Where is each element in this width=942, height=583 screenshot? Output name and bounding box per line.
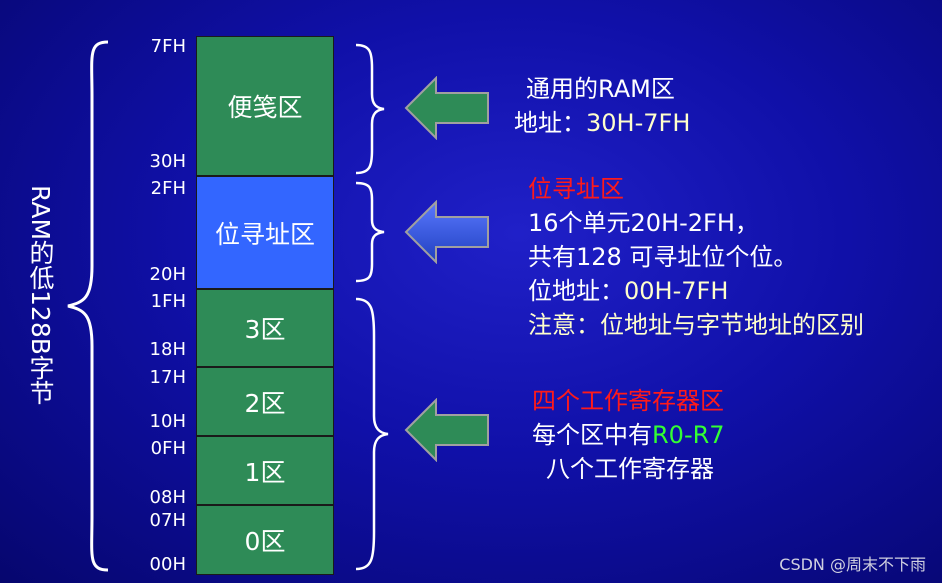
addr-label: 20H	[149, 264, 186, 285]
watermark: CSDN @周末不下雨	[779, 555, 926, 574]
arrow-left-icon	[404, 398, 489, 462]
work-reg-line1: 每个区中有R0-R7	[532, 418, 725, 452]
bit-area-line2: 共有128 可寻址位个位。	[528, 243, 798, 271]
block-scratchpad: 便笺区	[196, 36, 334, 176]
arrow-left-icon	[404, 200, 489, 264]
brace-bit	[355, 181, 385, 283]
block-label: 便笺区	[227, 93, 303, 122]
block-bank-0: 0区	[196, 505, 334, 575]
addr-label: 18H	[149, 339, 186, 360]
brace-general	[355, 43, 385, 175]
addr-label: 08H	[149, 487, 186, 508]
addr-label: 10H	[149, 411, 186, 432]
block-label: 2区	[244, 388, 286, 418]
addr-label: 1FH	[150, 291, 186, 312]
addr-label: 7FH	[150, 36, 186, 57]
block-bit-addressable: 位寻址区	[196, 176, 334, 289]
arrow-left-icon	[404, 76, 489, 140]
addr-label: 00H	[149, 554, 186, 575]
addr-label: 2FH	[150, 178, 186, 199]
addr-label: 17H	[149, 367, 186, 388]
bit-area-line1: 16个单元20H-2FH，	[528, 209, 759, 237]
general-ram-prefix: 地址：	[514, 109, 586, 137]
bit-area-title: 位寻址区	[528, 175, 624, 203]
work-reg-line2: 八个工作寄存器	[546, 455, 714, 483]
work-reg-range: R0-R7	[652, 421, 725, 449]
block-label: 0区	[244, 527, 286, 556]
block-bank-1: 1区	[196, 436, 334, 505]
addr-label: 0FH	[150, 438, 186, 459]
addr-label: 07H	[149, 510, 186, 531]
bit-address-prefix: 位地址：	[528, 277, 624, 305]
block-bank-2: 2区	[196, 367, 334, 436]
block-bank-3: 3区	[196, 289, 334, 367]
work-reg-prefix: 每个区中有	[532, 421, 652, 449]
addr-label: 30H	[149, 151, 186, 172]
block-label: 位寻址区	[214, 219, 315, 249]
general-ram-line1: 通用的RAM区	[526, 75, 675, 103]
bit-area-note: 注意：位地址与字节地址的区别	[528, 311, 864, 339]
block-label: 1区	[244, 457, 286, 487]
bit-area-line3: 位地址：00H-7FH	[528, 274, 728, 308]
brace-work	[355, 297, 389, 571]
work-reg-title: 四个工作寄存器区	[532, 387, 724, 415]
side-label: RAM的低128B字节	[26, 185, 55, 405]
left-brace	[67, 40, 109, 572]
block-label: 3区	[244, 315, 286, 344]
general-ram-range: 30H-7FH	[586, 109, 691, 137]
general-ram-line2: 地址：30H-7FH	[514, 106, 690, 140]
bit-address-range: 00H-7FH	[624, 277, 729, 305]
